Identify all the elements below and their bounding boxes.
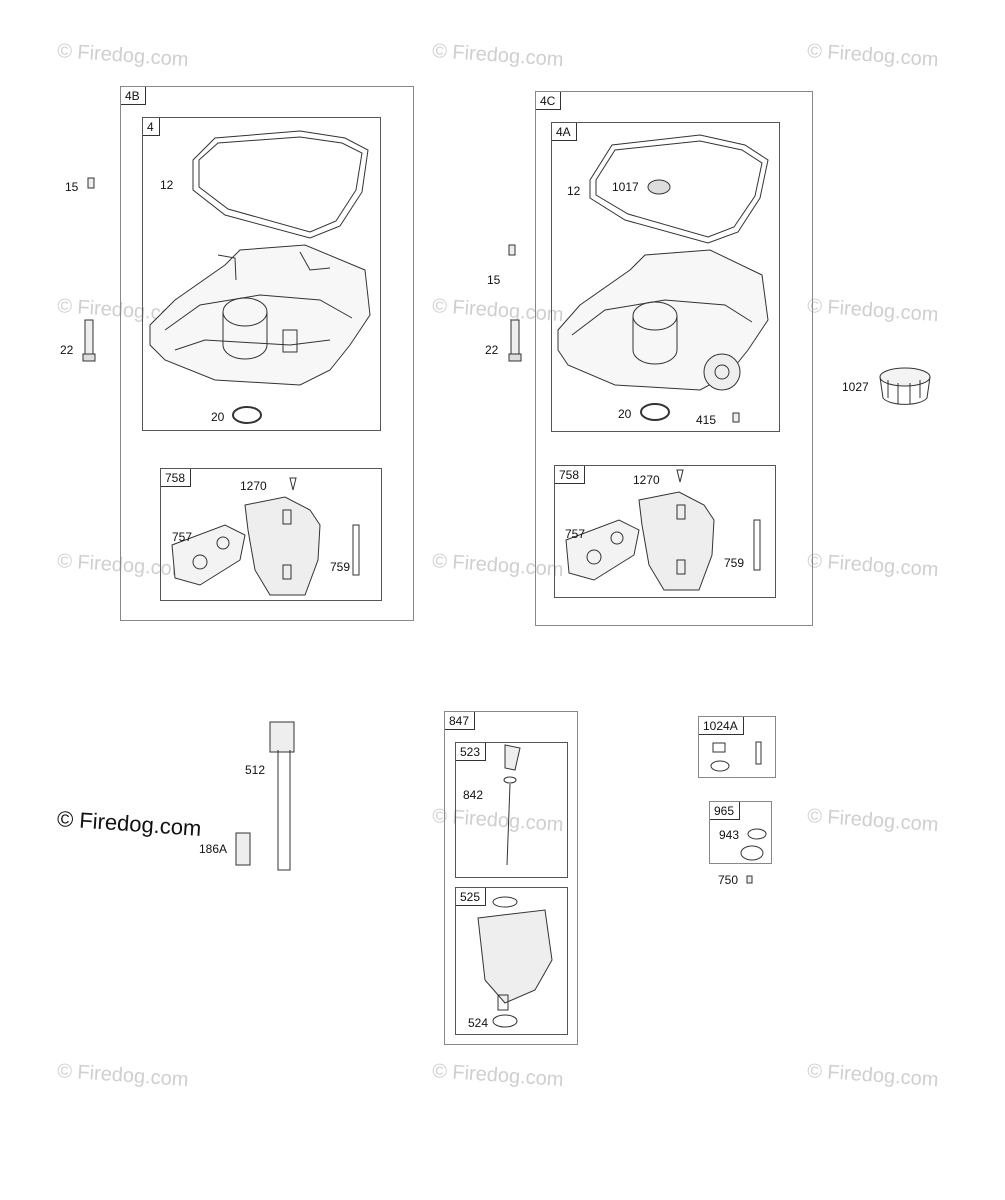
bolt-part [508, 319, 522, 362]
part-label: 750 [718, 873, 739, 887]
part-label: 415 [696, 413, 717, 427]
group-758-left: 758 [160, 468, 382, 601]
part-label: 12 [160, 178, 174, 192]
group-tag: 758 [555, 466, 586, 484]
plug-part [508, 244, 516, 256]
watermark: © Firedog.com [56, 40, 190, 72]
part-label: 22 [60, 343, 74, 357]
part-label: 757 [172, 530, 193, 544]
watermark: © Firedog.com [56, 1060, 190, 1092]
group-tag: 758 [161, 469, 192, 487]
part-label: 12 [567, 184, 581, 198]
group-4A: 4A [551, 122, 780, 432]
group-tag: 4C [536, 92, 562, 110]
group-1024A: 1024A [698, 716, 776, 778]
watermark: © Firedog.com [806, 1060, 940, 1092]
plug-part [87, 177, 95, 189]
part-label: 1270 [633, 473, 660, 487]
group-tag: 4 [143, 118, 160, 136]
part-label: 943 [719, 828, 740, 842]
part-label: 759 [724, 556, 745, 570]
part-label: 15 [487, 273, 501, 287]
part-label: 1017 [612, 180, 639, 194]
dipstick-tube-part [235, 721, 295, 871]
group-4C: 4C [535, 91, 813, 626]
part-label: 524 [468, 1016, 489, 1030]
part-label: 512 [245, 763, 266, 777]
group-tag: 525 [456, 888, 487, 906]
watermark-prominent: © Firedog.com [56, 806, 203, 842]
part-label: 1270 [240, 479, 267, 493]
part-label: 15 [65, 180, 79, 194]
watermark: © Firedog.com [431, 1060, 565, 1092]
bolt-part [82, 319, 96, 362]
part-label: 842 [463, 788, 484, 802]
group-758-right: 758 [554, 465, 776, 598]
oil-filter-part [879, 367, 931, 405]
group-4: 4 [142, 117, 381, 431]
watermark: © Firedog.com [806, 40, 940, 72]
part-label: 22 [485, 343, 499, 357]
group-4B: 4B [120, 86, 414, 621]
part-label: 20 [618, 407, 632, 421]
group-525: 525 [455, 887, 568, 1035]
group-965: 965 [709, 801, 772, 864]
part-label: 1027 [842, 380, 869, 394]
group-tag: 847 [445, 712, 476, 730]
group-523: 523 [455, 742, 568, 878]
group-847: 847 [444, 711, 578, 1045]
group-tag: 1024A [699, 717, 744, 735]
group-tag: 4B [121, 87, 146, 105]
part-label: 759 [330, 560, 351, 574]
group-tag: 4A [552, 123, 577, 141]
part-label: 20 [211, 410, 225, 424]
watermark: © Firedog.com [806, 550, 940, 582]
part-label: 757 [565, 527, 586, 541]
part-label: 186A [199, 842, 228, 856]
group-tag: 523 [456, 743, 487, 761]
watermark: © Firedog.com [806, 805, 940, 837]
screw-part [746, 875, 753, 884]
group-tag: 965 [710, 802, 741, 820]
watermark: © Firedog.com [806, 295, 940, 327]
watermark: © Firedog.com [431, 40, 565, 72]
